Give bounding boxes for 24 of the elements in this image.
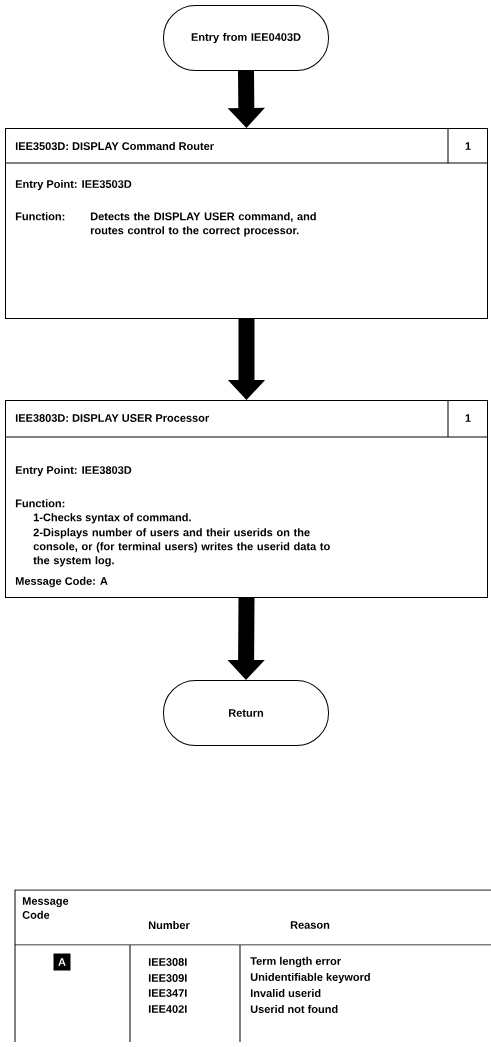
code-badge: A (53, 953, 71, 971)
box-title: IEE3503D: DISPLAY Command Router (15, 141, 214, 151)
entry-point-text: Entry Point: IEE3803D (15, 465, 132, 477)
function-step-text: 2-Displays number of users and their userids on the console, or (for terminal users) writes the userid data to the system log. (33, 528, 330, 567)
message-number: IEE308I (148, 958, 187, 966)
function-label: Function: (15, 212, 65, 221)
function-text: Detects the DISPLAY USER command, and routes control to the correct processor. (90, 212, 316, 237)
reason-text: Unidentifiable keyword (250, 972, 370, 984)
step-number: 1 (465, 414, 471, 422)
function-step-text: 1-Checks syntax of command. (33, 513, 191, 524)
reason-text: Userid not found (250, 1004, 338, 1014)
message-number: IEE402I (148, 1005, 187, 1013)
column-header: Reason (290, 921, 330, 929)
function-label: Function: (15, 499, 65, 508)
column-header: Message Code (22, 897, 69, 919)
step-number: 1 (465, 142, 471, 150)
box-title: IEE3803D: DISPLAY USER Processor (15, 414, 209, 422)
reason-text: Invalid userid (250, 988, 321, 998)
entry-point-text: Entry Point: IEE3503D (15, 179, 132, 191)
reason-text: Term length error (250, 956, 341, 968)
message-number: IEE347I (148, 989, 187, 997)
message-code-text: Message Code: A (15, 576, 108, 588)
column-header: Number (148, 920, 190, 930)
message-number: IEE309I (148, 974, 187, 982)
